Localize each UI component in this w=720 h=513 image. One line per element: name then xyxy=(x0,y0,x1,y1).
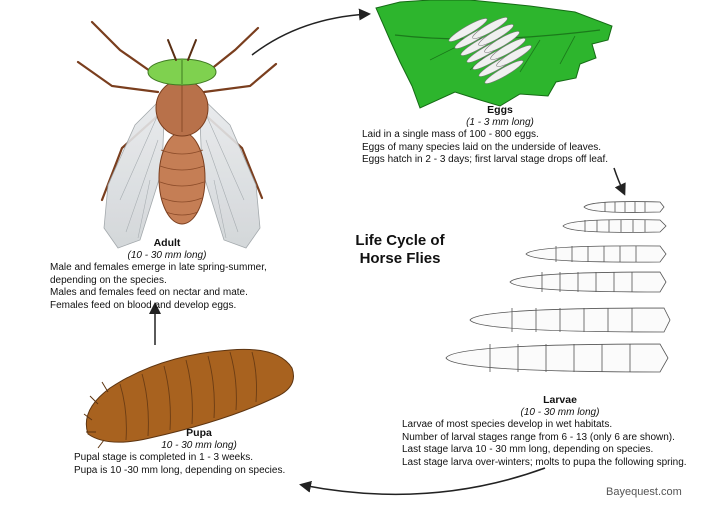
larva-stage-6 xyxy=(445,343,669,373)
source-credit: Bayequest.com xyxy=(606,486,682,498)
eggs-line: Eggs hatch in 2 - 3 days; first larval s… xyxy=(362,154,609,165)
adult-heading: Adult xyxy=(153,237,181,249)
arrow-eggs-to-larvae xyxy=(613,167,626,196)
pupa-line: Pupal stage is completed in 1 - 3 weeks. xyxy=(74,452,253,463)
adult-line: Male and females emerge in late spring-s… xyxy=(50,262,267,273)
adult-line: Females feed on blood and develop eggs. xyxy=(50,299,237,311)
pupa-illustration xyxy=(83,348,294,449)
larva-stage-3 xyxy=(525,245,667,263)
eggs-line: Eggs of many species laid on the undersi… xyxy=(362,141,602,153)
diagram-title: Life Cycle of Horse Flies xyxy=(335,232,465,268)
larva-stage-2 xyxy=(562,219,667,233)
leaf-with-eggs-illustration xyxy=(375,0,613,109)
eggs-heading: Eggs xyxy=(487,104,513,116)
larva-stage-1 xyxy=(583,201,665,213)
larvae-heading: Larvae xyxy=(543,394,577,406)
pupa-heading: Pupa xyxy=(186,427,212,439)
larvae-line: Larvae of most species develop in wet ha… xyxy=(402,419,613,430)
eggs-size: (1 - 3 mm long) xyxy=(466,116,534,128)
arrow-adult-to-eggs xyxy=(251,8,371,56)
arrow-larvae-to-pupa xyxy=(299,467,546,496)
adult-line: Males and females feed on nectar and mat… xyxy=(50,287,248,298)
eggs-line: Laid in a single mass of 100 - 800 eggs. xyxy=(362,129,539,140)
adult-description: Adult (10 - 30 mm long) Male and females… xyxy=(50,237,320,312)
title-line-1: Life Cycle of xyxy=(355,232,445,249)
larvae-illustration xyxy=(445,201,671,373)
larvae-line: Last stage larva over-winters; molts to … xyxy=(402,456,687,468)
adult-line: depending on the species. xyxy=(50,274,167,286)
larvae-line: Number of larval stages range from 6 - 1… xyxy=(402,431,675,443)
eggs-description: Eggs (1 - 3 mm long) Laid in a single ma… xyxy=(362,104,662,167)
title-line-2: Horse Flies xyxy=(359,250,441,267)
adult-size: (10 - 30 mm long) xyxy=(127,249,207,261)
pupa-line: Pupa is 10 -30 mm long, depending on spe… xyxy=(74,464,286,476)
larvae-size: (10 - 30 mm long) xyxy=(520,406,600,418)
pupa-size: 10 - 30 mm long) xyxy=(161,439,237,451)
adult-horse-fly-illustration xyxy=(76,20,278,249)
larvae-description: Larvae (10 - 30 mm long) Larvae of most … xyxy=(402,394,714,469)
larva-stage-4 xyxy=(509,271,667,293)
pupa-description: Pupa 10 - 30 mm long) Pupal stage is com… xyxy=(74,427,324,477)
larva-stage-5 xyxy=(469,307,671,333)
larvae-line: Last stage larva 10 - 30 mm long, depend… xyxy=(402,444,654,455)
